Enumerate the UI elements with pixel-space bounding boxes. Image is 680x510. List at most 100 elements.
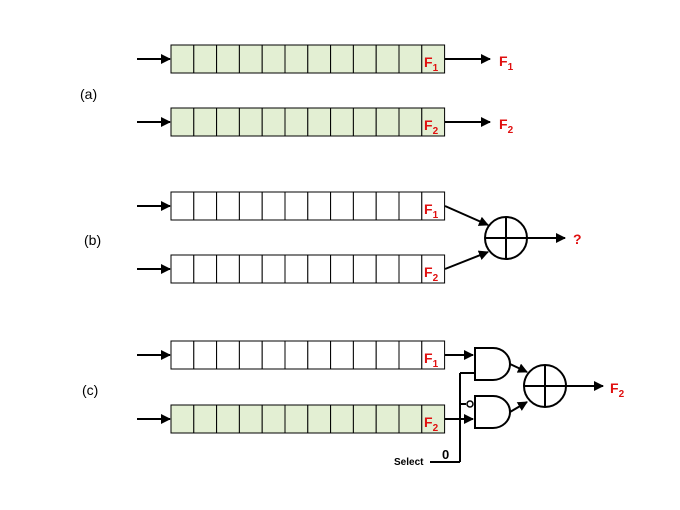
register-cell <box>284 404 309 434</box>
register-cell <box>307 404 332 434</box>
panel-label-a: (a) <box>80 86 97 102</box>
register-cell <box>261 254 286 284</box>
register-cell <box>330 340 354 370</box>
register-cell <box>193 254 218 284</box>
register-cell <box>421 404 446 434</box>
panel-label-b: (b) <box>84 232 101 248</box>
register-cell <box>398 107 423 137</box>
select-label: Select <box>394 457 424 468</box>
register-cell <box>284 254 309 284</box>
register-cell <box>238 340 263 370</box>
tap-label-c1: F1 <box>424 350 439 370</box>
register-cell <box>261 107 286 137</box>
register-cell <box>398 404 423 434</box>
select-line <box>430 372 475 463</box>
register-cell <box>170 44 195 74</box>
register-cell <box>307 44 332 74</box>
register-cell <box>216 44 240 74</box>
line-b1-to-xor <box>444 205 489 226</box>
register-cell <box>398 340 423 370</box>
tap-label-c2: F2 <box>424 414 439 434</box>
register-cell <box>193 340 218 370</box>
tap-label-b2: F2 <box>424 264 439 284</box>
register-cell <box>375 404 400 434</box>
tap-label-a2: F2 <box>424 117 439 137</box>
register-cell <box>307 254 332 284</box>
register-cell <box>284 107 309 137</box>
register-cell <box>330 44 354 74</box>
xor-icon <box>484 216 528 260</box>
shift-register-b2 <box>170 254 446 284</box>
register-cell <box>307 191 332 221</box>
and-gate-inverted-input <box>466 395 511 429</box>
register-cell <box>238 44 263 74</box>
register-cell <box>375 191 400 221</box>
register-cell <box>421 44 446 74</box>
panel-label-c: (c) <box>82 382 98 398</box>
register-cell <box>238 107 263 137</box>
register-cell <box>330 191 354 221</box>
register-cell <box>284 340 309 370</box>
shift-register-c1 <box>170 340 446 370</box>
register-cell <box>216 404 240 434</box>
register-cell <box>238 191 263 221</box>
gate1-to-xor <box>509 363 528 373</box>
register-cell <box>421 107 446 137</box>
register-cell <box>375 340 400 370</box>
register-cell <box>284 191 309 221</box>
register-cell <box>216 107 240 137</box>
register-cell <box>352 404 377 434</box>
select-value: 0 <box>442 447 449 462</box>
register-cell <box>170 107 195 137</box>
register-cell <box>284 44 309 74</box>
xor-icon <box>523 364 567 408</box>
register-cell <box>352 107 377 137</box>
register-cell <box>421 254 446 284</box>
register-cell <box>330 254 354 284</box>
register-cell <box>398 44 423 74</box>
register-cell <box>352 44 377 74</box>
register-cell <box>352 254 377 284</box>
register-cell <box>216 254 240 284</box>
register-cell <box>261 44 286 74</box>
register-cell <box>352 191 377 221</box>
register-cell <box>216 191 240 221</box>
register-cell <box>352 340 377 370</box>
register-cell <box>421 340 446 370</box>
shift-register-b1 <box>170 191 446 221</box>
register-cell <box>375 254 400 284</box>
register-cell <box>193 107 218 137</box>
tap-label-b1: F1 <box>424 201 439 221</box>
register-cell <box>261 404 286 434</box>
register-cell <box>398 191 423 221</box>
tap-label-a1: F1 <box>424 54 439 74</box>
register-cell <box>375 44 400 74</box>
output-label-a2: F2 <box>499 116 514 136</box>
register-cell <box>238 254 263 284</box>
register-cell <box>398 254 423 284</box>
register-cell <box>307 107 332 137</box>
and-gate <box>474 347 511 381</box>
register-cell <box>193 191 218 221</box>
register-cell <box>330 404 354 434</box>
line-b2-to-xor <box>444 250 489 270</box>
shift-register-a2 <box>170 107 446 137</box>
register-cell <box>261 191 286 221</box>
register-cell <box>170 254 195 284</box>
register-cell <box>421 191 446 221</box>
input-arrows <box>137 54 171 424</box>
register-cell <box>307 340 332 370</box>
output-label-c: F2 <box>610 380 625 400</box>
register-cell <box>193 404 218 434</box>
register-cell <box>170 404 195 434</box>
shift-register-a1 <box>170 44 446 74</box>
register-cell <box>170 191 195 221</box>
register-cell <box>261 340 286 370</box>
register-cell <box>216 340 240 370</box>
gate2-to-xor <box>509 401 528 413</box>
output-label-b: ? <box>573 231 582 247</box>
shift-register-c2 <box>170 404 446 434</box>
register-cell <box>330 107 354 137</box>
output-label-a1: F1 <box>499 53 514 73</box>
